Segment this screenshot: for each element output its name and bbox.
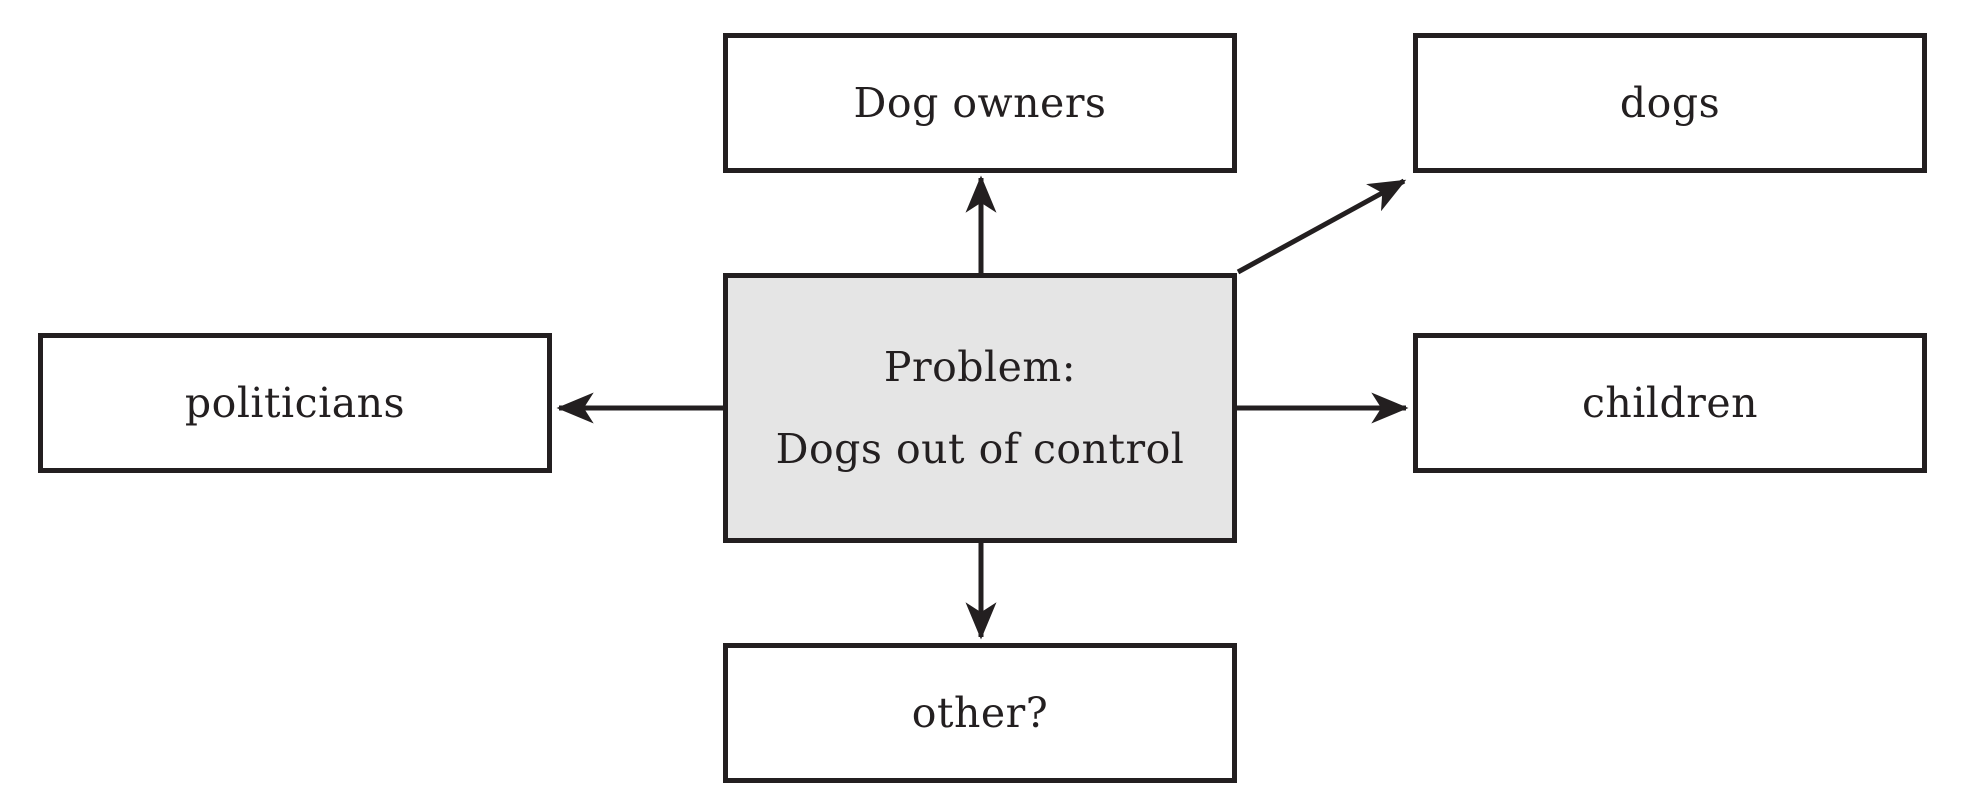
- node-children: children: [1413, 333, 1927, 473]
- node-politicians-label: politicians: [184, 379, 406, 427]
- node-other: other?: [723, 643, 1237, 783]
- node-dogs: dogs: [1413, 33, 1927, 173]
- center-node-subtitle: Dogs out of control: [775, 425, 1185, 473]
- node-other-label: other?: [911, 689, 1049, 737]
- node-dog-owners: Dog owners: [723, 33, 1237, 173]
- node-children-label: children: [1581, 379, 1759, 427]
- node-dog-owners-label: Dog owners: [853, 79, 1107, 127]
- center-node-title: Problem:: [883, 343, 1077, 391]
- arrow-center-to-dogs: [1236, 178, 1407, 275]
- node-dogs-label: dogs: [1619, 79, 1721, 127]
- center-node-problem: Problem: Dogs out of control: [723, 273, 1237, 543]
- node-politicians: politicians: [38, 333, 552, 473]
